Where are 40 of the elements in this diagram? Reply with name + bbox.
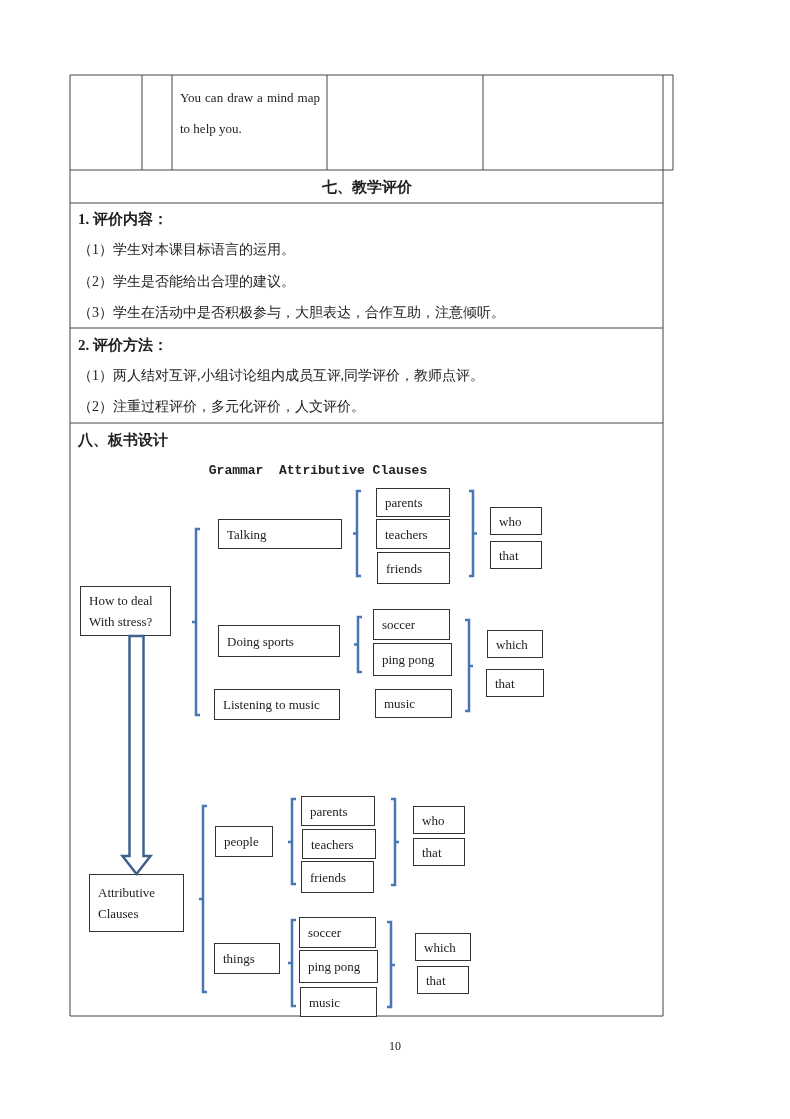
text-box: friends — [377, 552, 450, 584]
text-box: soccer — [373, 609, 450, 640]
text-box: who — [490, 507, 542, 535]
block-arrow — [119, 634, 154, 877]
text-box: friends — [301, 861, 374, 893]
list-item: （2）学生是否能给出合理的建议。 — [78, 273, 295, 291]
text-box: soccer — [299, 917, 376, 948]
text-box: parents — [376, 488, 450, 517]
text-box: Listening to music — [214, 689, 340, 720]
text-box: ping pong — [299, 950, 378, 983]
text-box: people — [215, 826, 273, 857]
page-number: 10 — [388, 1038, 402, 1055]
text-box: Talking — [218, 519, 342, 549]
diagram-title: Grammar Attributive Clauses — [207, 462, 429, 480]
text-box: parents — [301, 796, 375, 826]
section-heading: 1. 评价内容： — [78, 210, 168, 229]
list-item: （3）学生在活动中是否积极参与，大胆表达，合作互助，注意倾听。 — [78, 304, 505, 322]
text-box: that — [486, 669, 544, 697]
text-box: teachers — [376, 519, 450, 549]
section-heading: 2. 评价方法： — [78, 336, 168, 355]
text-box: Doing sports — [218, 625, 340, 657]
text-box: that — [490, 541, 542, 569]
text-box: teachers — [302, 829, 376, 859]
list-item: （2）注重过程评价，多元化评价，人文评价。 — [78, 398, 365, 416]
table-heading: 七、教学评价 — [320, 178, 413, 197]
text-box: things — [214, 943, 280, 974]
text-box: Attributive Clauses — [89, 874, 184, 932]
text-box: ping pong — [373, 643, 452, 676]
list-item: （1）两人结对互评,小组讨论组内成员互评,同学评价，教师点评。 — [78, 367, 484, 385]
text-box: music — [375, 689, 452, 718]
cell-text: You can draw a mind map to help you. — [180, 89, 320, 138]
text-box: who — [413, 806, 465, 834]
text-box: How to deal With stress? — [80, 586, 171, 636]
text-box: which — [415, 933, 471, 961]
text-box: which — [487, 630, 543, 658]
text-box: that — [413, 838, 465, 866]
text-box: that — [417, 966, 469, 994]
text-box: music — [300, 987, 377, 1017]
section-heading: 八、板书设计 — [78, 431, 168, 450]
list-item: （1）学生对本课目标语言的运用。 — [78, 241, 295, 259]
